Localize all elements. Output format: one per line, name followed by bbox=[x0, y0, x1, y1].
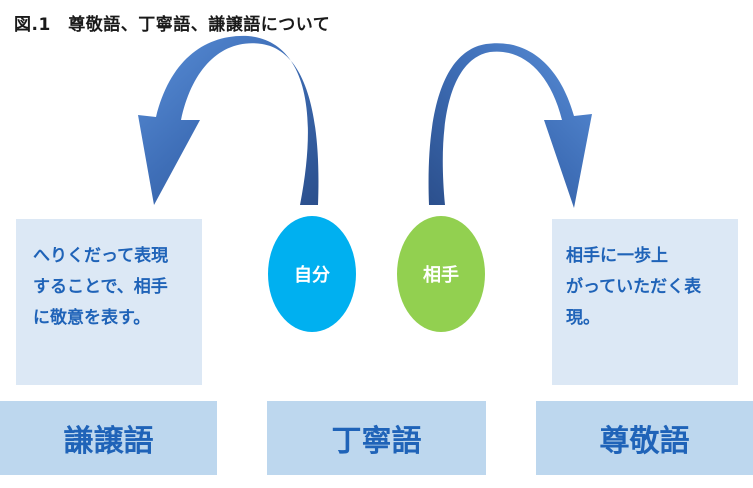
figure-title: 図.1 尊敬語、丁寧語、謙譲語について bbox=[14, 15, 331, 35]
humble-label-text: 謙譲語 bbox=[63, 424, 154, 459]
humble-description-line: へりくだって表現 bbox=[33, 246, 169, 266]
humble-description-line: することで、相手 bbox=[33, 277, 168, 297]
right-curved-arrow-icon bbox=[428, 43, 592, 208]
left-curved-arrow-icon bbox=[138, 35, 319, 205]
polite-label-text: 丁寧語 bbox=[331, 424, 422, 459]
respectful-label-text: 尊敬語 bbox=[599, 424, 690, 459]
humble-description-box: へりくだって表現 することで、相手 に敬意を表す。 bbox=[16, 219, 202, 385]
self-circle: 自分 bbox=[268, 216, 356, 332]
self-circle-label: 自分 bbox=[294, 265, 330, 286]
other-circle-label: 相手 bbox=[423, 265, 459, 286]
humble-description-line: に敬意を表す。 bbox=[33, 308, 151, 328]
other-circle: 相手 bbox=[397, 216, 485, 332]
respectful-description-line: 相手に一歩上 bbox=[566, 246, 668, 266]
respectful-description-line: がっていただく表 bbox=[566, 277, 702, 297]
respectful-description-box: 相手に一歩上 がっていただく表 現。 bbox=[552, 219, 738, 385]
respectful-label: 尊敬語 bbox=[536, 401, 753, 475]
polite-label: 丁寧語 bbox=[267, 401, 486, 475]
respectful-description-line: 現。 bbox=[566, 308, 600, 328]
humble-label: 謙譲語 bbox=[0, 401, 217, 475]
